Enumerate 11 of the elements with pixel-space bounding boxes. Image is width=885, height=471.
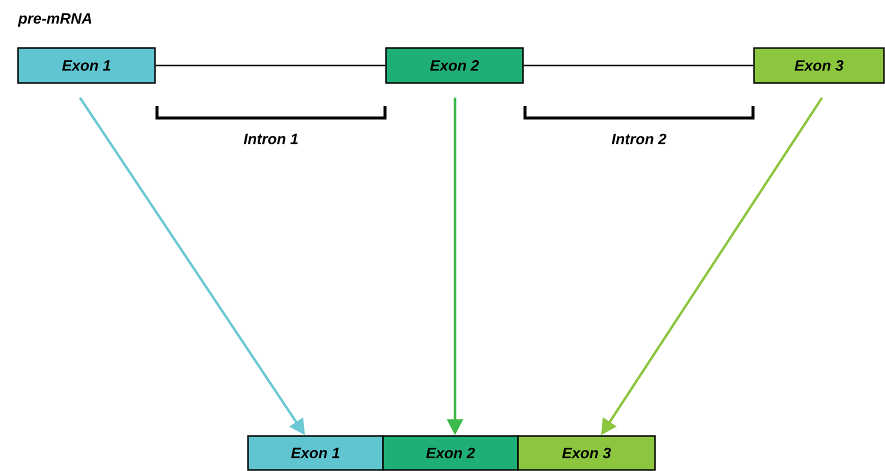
intron-label: Intron 2: [612, 134, 666, 144]
intron-line: [156, 64, 386, 66]
intron-label: Intron 1: [244, 134, 298, 144]
intron-line: [524, 64, 754, 66]
exon-box: Exon 3: [753, 47, 885, 84]
exon-box: Exon 3: [517, 435, 656, 471]
title: pre-mRNA: [18, 13, 92, 27]
exon-box: Exon 1: [17, 47, 156, 84]
exon-box: Exon 1: [247, 435, 384, 471]
exon-box: Exon 2: [382, 435, 519, 471]
exon-box: Exon 2: [385, 47, 524, 84]
